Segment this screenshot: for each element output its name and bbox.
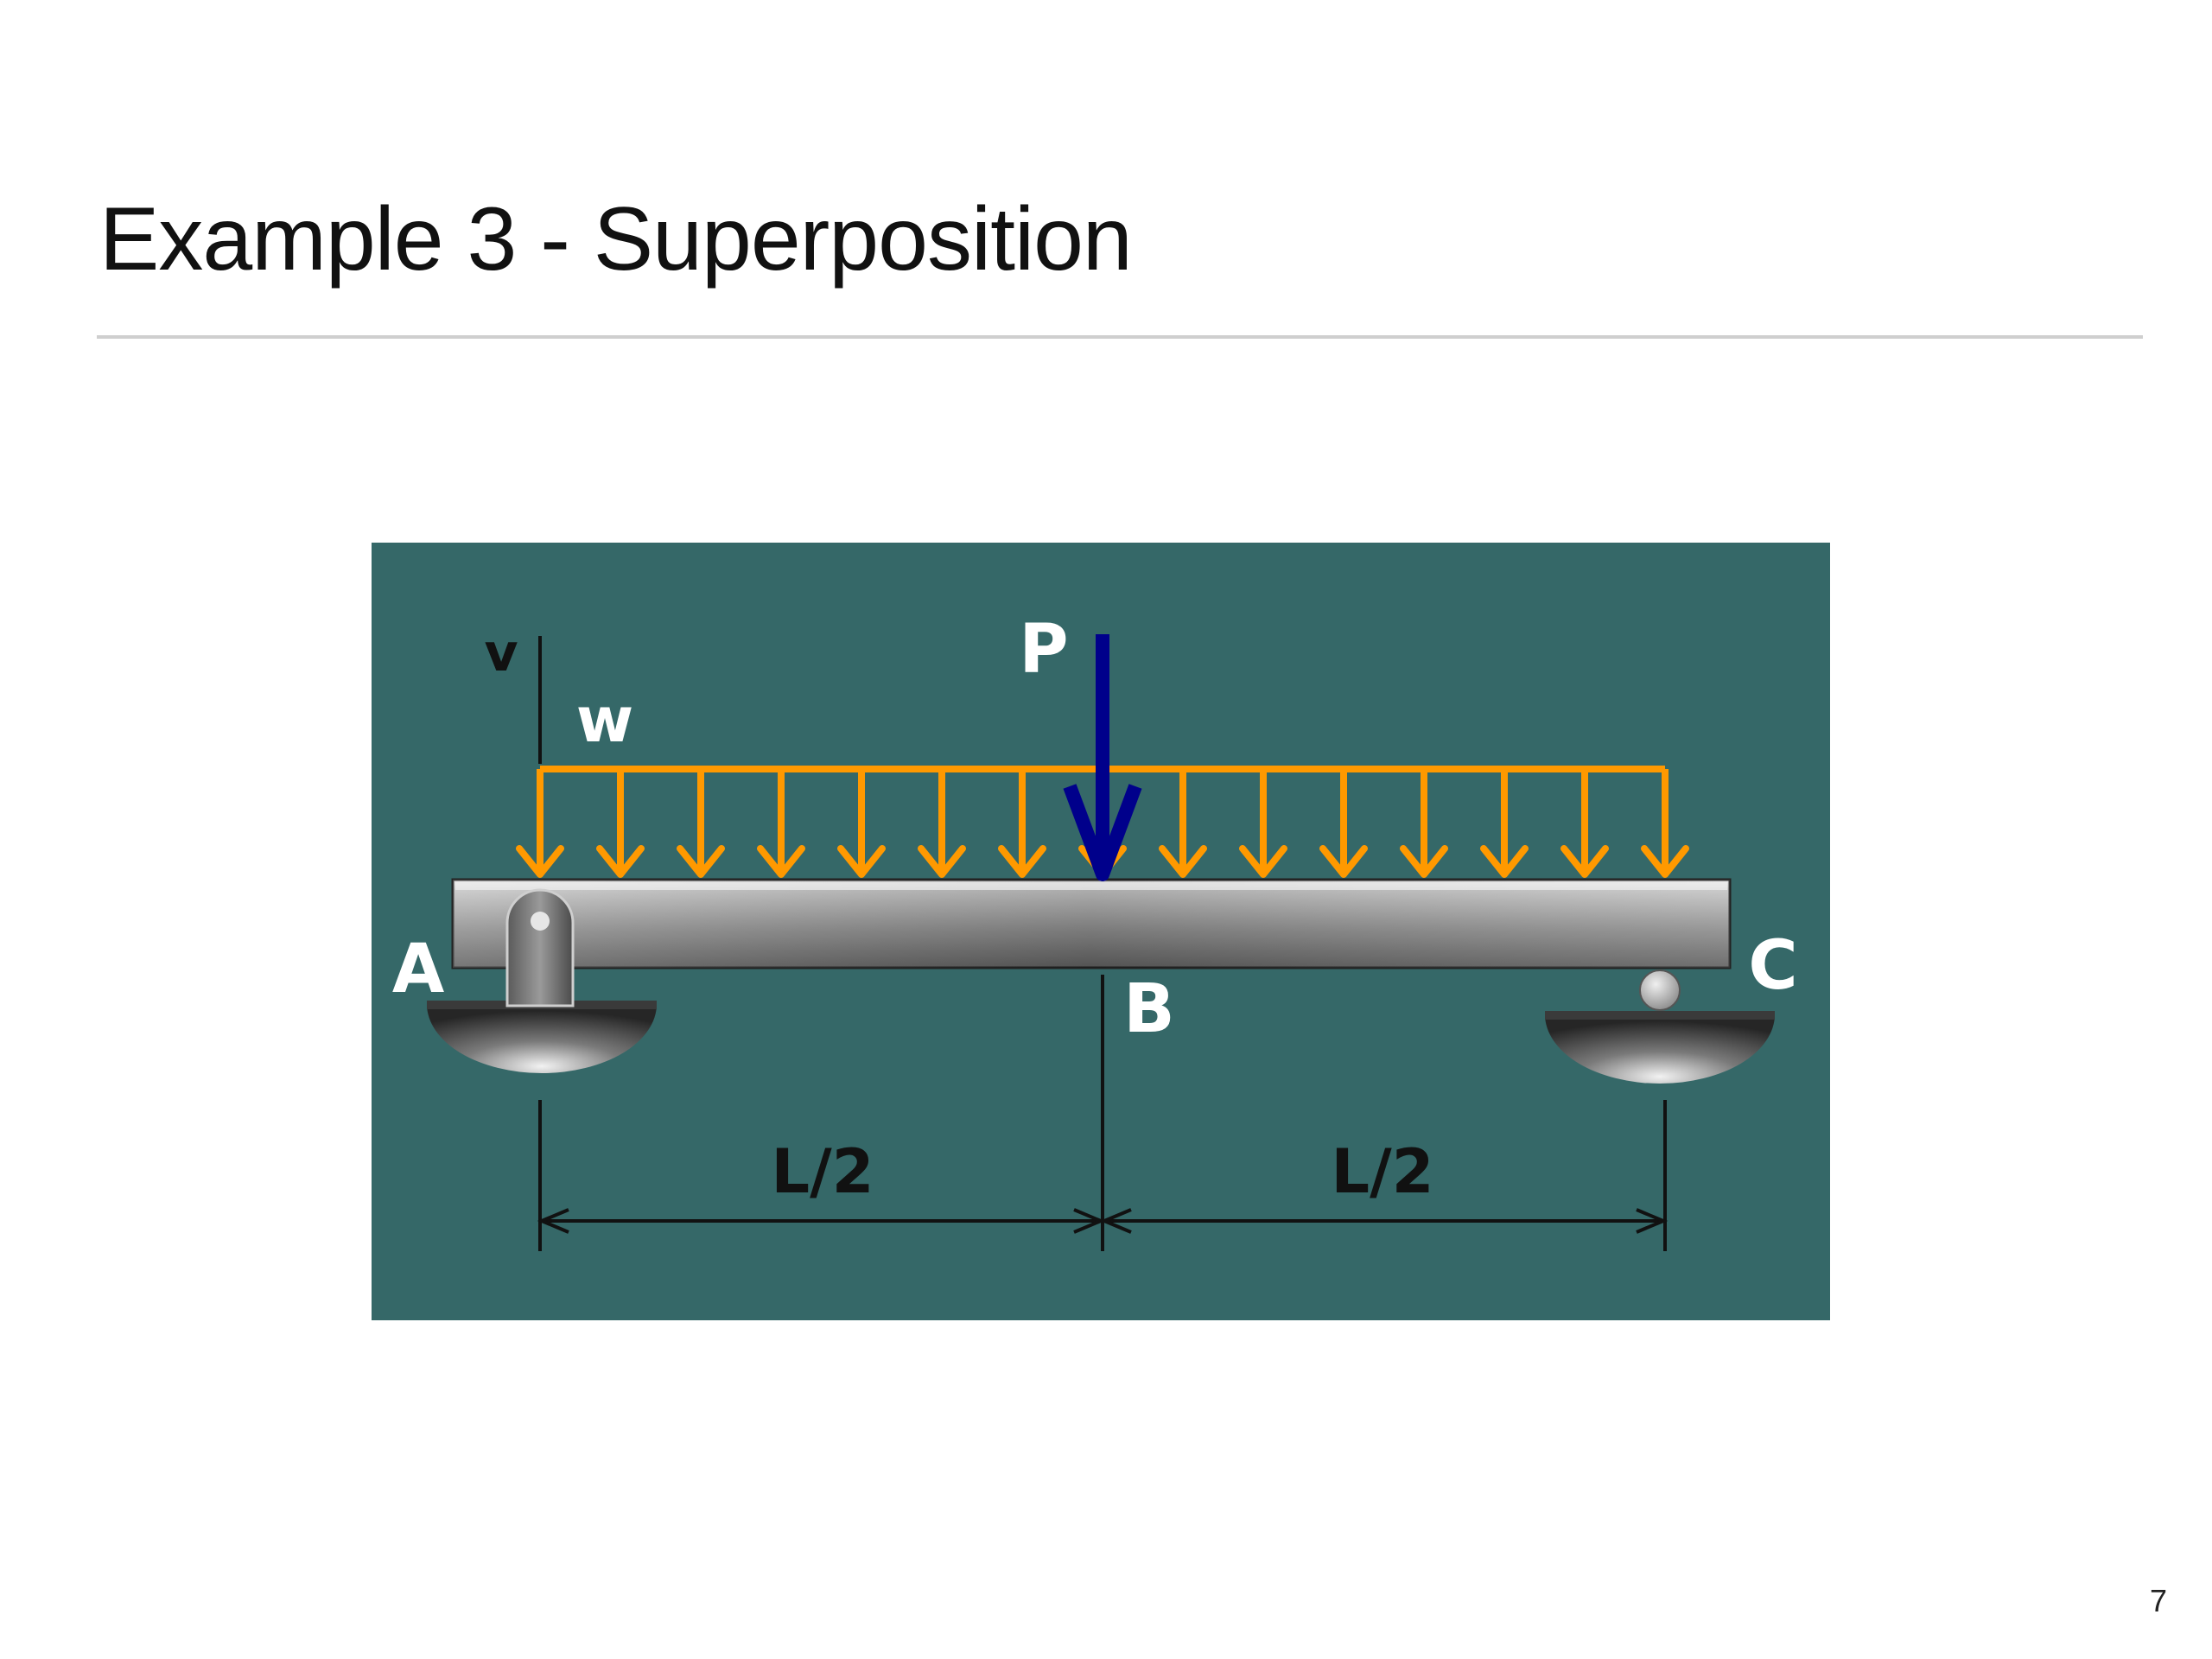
distributed-load-arrow (1560, 769, 1609, 878)
slide-title: Example 3 - Superposition (99, 189, 1133, 289)
pin-support-a (427, 888, 657, 1073)
v-axis-label: v (484, 623, 518, 683)
point-load-label: P (1019, 611, 1068, 689)
beam-diagram: v w P A B (372, 543, 1830, 1320)
right-span-label: L/2 (1332, 1136, 1434, 1207)
distributed-load-arrow (918, 769, 966, 878)
left-span-label: L/2 (772, 1136, 874, 1207)
span-dimensions (537, 975, 1669, 1251)
distributed-load-arrow (998, 769, 1046, 878)
point-a-label: A (392, 931, 444, 1008)
title-divider (97, 335, 2143, 339)
point-b-label: B (1123, 970, 1174, 1048)
point-c-label: C (1748, 927, 1797, 1005)
distributed-load-arrow (1641, 769, 1689, 878)
distributed-load-arrow (837, 769, 886, 878)
distributed-load-arrow (596, 769, 645, 878)
point-load-arrow (1063, 634, 1142, 881)
distributed-load-arrow (1239, 769, 1287, 878)
distributed-load-label: w (576, 683, 634, 756)
distributed-load-arrow (1159, 769, 1207, 878)
distributed-load-arrow (516, 769, 564, 878)
roller-support-c (1545, 969, 1775, 1084)
distributed-load-arrow (677, 769, 725, 878)
distributed-load-arrow (1400, 769, 1448, 878)
distributed-load-arrow (757, 769, 805, 878)
beam (451, 878, 1732, 969)
distributed-load-arrow (1319, 769, 1368, 878)
distributed-load-arrow (1480, 769, 1529, 878)
page-number: 7 (2149, 1583, 2167, 1618)
beam-diagram-svg: v w P A B (372, 543, 1830, 1320)
